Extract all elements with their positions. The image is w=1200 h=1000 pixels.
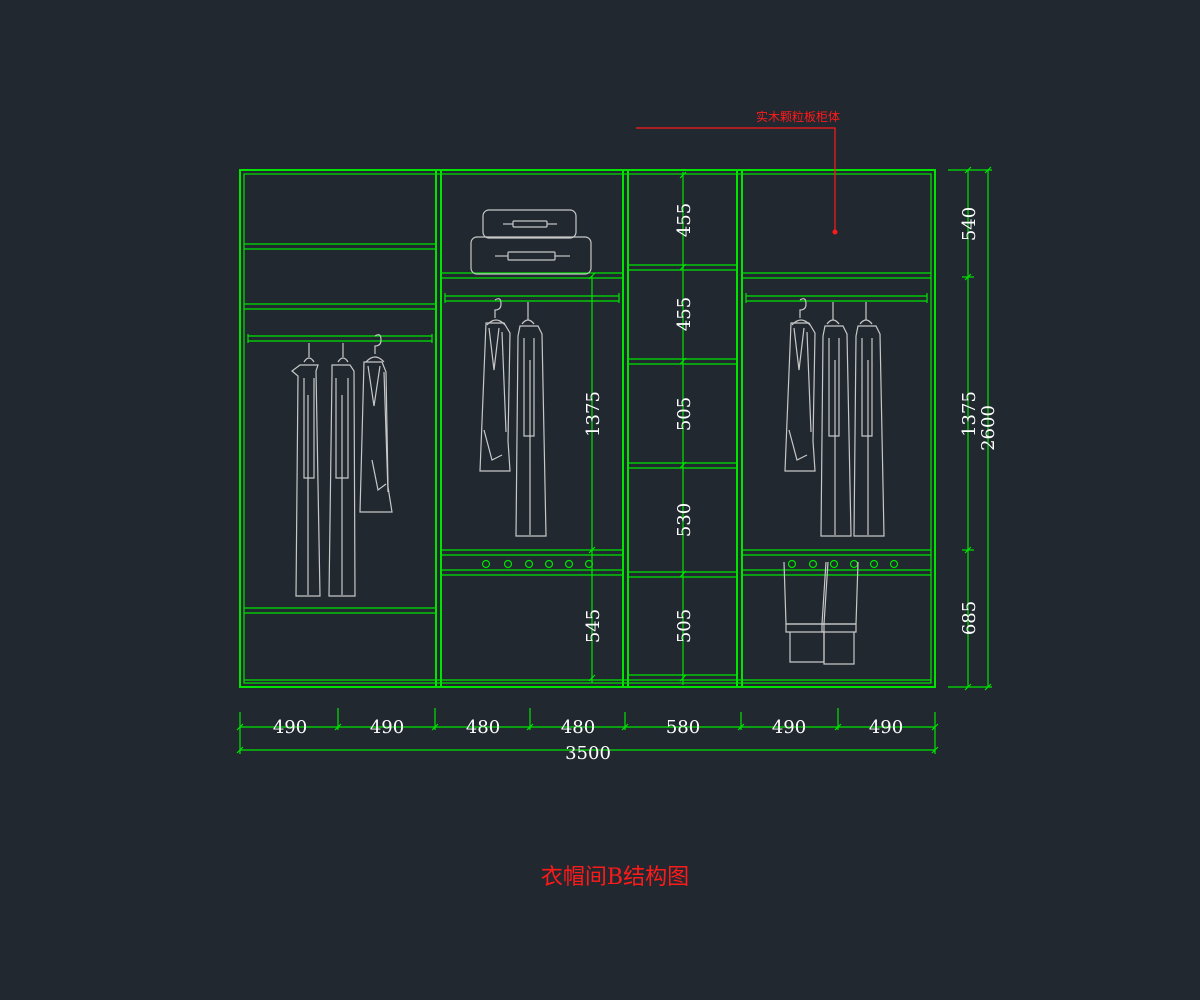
dimension-label-section-two: 545	[583, 609, 604, 643]
hook-icon	[544, 559, 554, 569]
hook-icon	[564, 559, 574, 569]
dimension-label-middle: 505	[674, 609, 695, 643]
bottom-dimension-lines	[236, 708, 939, 754]
dimension-labels: 490 490 480 480 580 490 490 3500 455 455…	[273, 203, 999, 764]
right-dimension-lines	[948, 166, 992, 691]
hanging-trousers-icon	[328, 343, 356, 597]
dimension-label-bottom: 490	[869, 717, 903, 738]
dimension-label-right: 540	[959, 207, 980, 241]
hook-icon	[829, 559, 839, 569]
hook-icon	[787, 559, 797, 569]
hook-icon	[869, 559, 879, 569]
material-label: 实木颗粒板柜体	[756, 109, 840, 124]
hanging-trousers-icon	[853, 302, 885, 537]
material-leader: 实木颗粒板柜体	[636, 109, 840, 235]
cabinet-structure	[239, 169, 936, 688]
dimension-label-right: 1375	[959, 391, 980, 437]
hook-icon	[524, 559, 534, 569]
hanging-jacket-icon	[784, 298, 816, 472]
dimension-label-middle: 530	[674, 503, 695, 537]
dimension-label-bottom: 490	[370, 717, 404, 738]
dimension-label-bottom: 480	[561, 717, 595, 738]
hook-icon	[503, 559, 513, 569]
hanging-jacket-icon	[479, 298, 511, 472]
dimension-label-middle: 455	[674, 203, 695, 237]
hanging-trousers-icon	[291, 343, 321, 597]
hanging-trousers-icon	[515, 302, 547, 537]
drawing-title: 衣帽间B结构图	[541, 865, 689, 890]
hanging-trousers-icon	[820, 302, 852, 537]
dimension-label-bottom: 490	[273, 717, 307, 738]
hook-row-section-4	[787, 559, 899, 569]
dimension-label-right: 685	[959, 601, 980, 635]
hook-icon	[808, 559, 818, 569]
hook-icon	[889, 559, 899, 569]
dimension-label-section-two: 1375	[583, 391, 604, 437]
dimension-label-middle: 455	[674, 297, 695, 331]
section-two-dimension-line	[588, 272, 596, 683]
suitcase-icon	[470, 209, 592, 275]
folded-trousers-icon	[783, 561, 859, 665]
hanging-jacket-icon	[359, 334, 393, 513]
dimension-label-bottom: 490	[772, 717, 806, 738]
dimension-label-middle: 505	[674, 397, 695, 431]
hook-icon	[481, 559, 491, 569]
dimension-label-total-height: 2600	[978, 405, 999, 451]
dimension-label-bottom: 580	[666, 717, 700, 738]
hook-icon	[849, 559, 859, 569]
dimension-label-total-width: 3500	[565, 743, 611, 764]
hook-row-section-2	[481, 559, 594, 569]
middle-column-dimension-line	[679, 171, 687, 685]
dimension-label-bottom: 480	[466, 717, 500, 738]
